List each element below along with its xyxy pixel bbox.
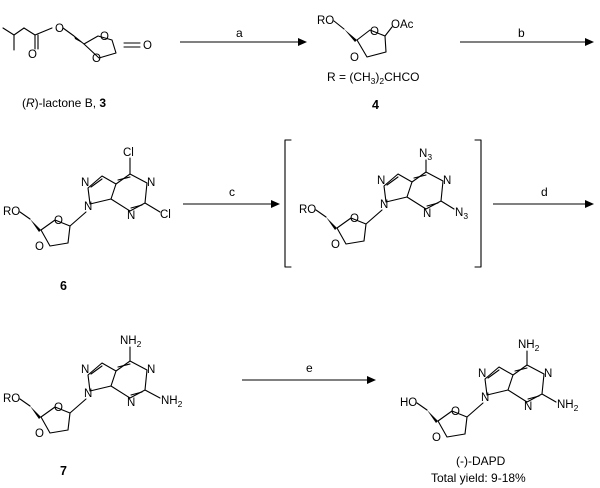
atom-Cl-6: Cl xyxy=(123,147,134,159)
atom-O-7b: O xyxy=(35,428,44,440)
atom-O-link: O xyxy=(55,23,64,35)
atom-N3-7: N xyxy=(127,397,135,409)
atom-O-carbonyl: O xyxy=(143,40,152,52)
atom-N7: N xyxy=(81,177,89,189)
compound-7-number: 7 xyxy=(60,464,67,478)
atom-O-ring2-4: O xyxy=(350,52,359,64)
atom-O-ring1-4: O xyxy=(370,26,379,38)
atom-O-da: O xyxy=(451,406,460,418)
arrow-c: c xyxy=(183,185,280,208)
atom-O-ring1: O xyxy=(100,31,109,43)
compound-4-structure: RO OAc O O xyxy=(317,15,414,64)
reagent-label-c: c xyxy=(229,185,235,199)
atom-RO-6: RO xyxy=(3,206,20,218)
compound-6-structure: RO O O Cl Cl N N N N xyxy=(3,147,171,253)
atom-O-7a: O xyxy=(54,402,63,414)
atom-O-6a: O xyxy=(54,215,63,227)
atom-O-ring2: O xyxy=(92,53,101,65)
atom-RO: RO xyxy=(317,15,334,27)
atom-OAc: OAc xyxy=(391,19,414,31)
compound-3-label: (R)-lactone B, 3 xyxy=(22,96,106,110)
reagent-label-d: d xyxy=(541,185,548,199)
atom-N3: N xyxy=(127,210,135,222)
atom-N1-dapd: N xyxy=(544,368,552,380)
atom-N9-dapd: N xyxy=(481,392,489,404)
total-yield: Total yield: 9-18% xyxy=(431,471,526,485)
atom-Cl-2: Cl xyxy=(160,209,171,221)
atom-RO-int: RO xyxy=(299,204,316,216)
arrow-b: b xyxy=(460,26,594,46)
dapd-structure: HO O O NH2 NH2 N N N N xyxy=(400,339,579,444)
arrow-d: d xyxy=(493,185,594,208)
compound-3-structure: O O O O O xyxy=(2,23,152,65)
arrow-a: a xyxy=(180,26,307,46)
compound-4-r-definition: R = (CH3)2CHCO xyxy=(327,70,419,86)
atom-N3r-int: N xyxy=(423,208,431,220)
atom-O-db: O xyxy=(432,432,441,444)
atom-N9: N xyxy=(84,201,92,213)
atom-N1-int: N xyxy=(443,175,451,187)
atom-O-intb: O xyxy=(331,239,340,251)
atom-N3-2: N3 xyxy=(455,207,468,221)
reagent-label-e: e xyxy=(306,361,313,375)
atom-O-6b: O xyxy=(35,241,44,253)
atom-N3-dapd: N xyxy=(524,401,532,413)
atom-N1: N xyxy=(147,177,155,189)
atom-N7-int: N xyxy=(377,175,385,187)
arrow-e: e xyxy=(242,361,376,384)
atom-N1-7: N xyxy=(147,364,155,376)
atom-N7-7: N xyxy=(81,364,89,376)
atom-NH2-2-dapd: NH2 xyxy=(557,399,579,413)
compound-7-structure: RO O O NH2 NH2 N N N N xyxy=(3,335,183,440)
compound-6-number: 6 xyxy=(60,279,67,293)
dapd-name: (-)-DAPD xyxy=(456,454,506,468)
atom-HO: HO xyxy=(400,397,417,409)
reagent-label-a: a xyxy=(236,26,243,40)
atom-O-inta: O xyxy=(350,213,359,225)
compound-4-number: 4 xyxy=(372,98,379,112)
atom-N3-6: N3 xyxy=(419,148,432,162)
atom-O-ester: O xyxy=(28,49,37,61)
atom-N9-int: N xyxy=(380,199,388,211)
atom-NH2-6: NH2 xyxy=(120,335,142,349)
diazide-intermediate-structure: RO O O N3 N3 N N N N xyxy=(299,148,468,251)
reagent-label-b: b xyxy=(518,26,525,40)
atom-N9-7: N xyxy=(84,388,92,400)
bracket-right xyxy=(474,139,482,268)
atom-RO-7: RO xyxy=(3,393,20,405)
atom-N7-dapd: N xyxy=(478,368,486,380)
atom-NH2-2: NH2 xyxy=(161,395,183,409)
bracket-left xyxy=(284,139,292,268)
atom-NH2-6-dapd: NH2 xyxy=(518,339,540,353)
